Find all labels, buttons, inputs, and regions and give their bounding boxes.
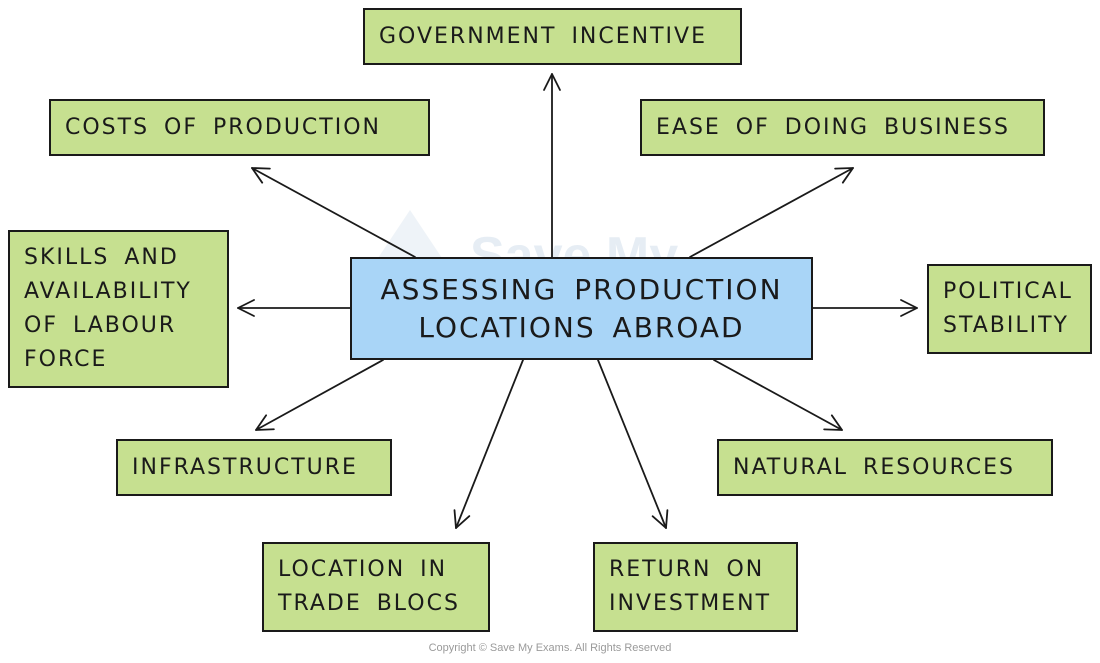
copyright-notice: Copyright © Save My Exams. All Rights Re…	[428, 642, 672, 654]
arrow-to-ease-of-doing-business	[689, 167, 854, 258]
node-government-incentive-line-1: GOVERNMENT INCENTIVE	[379, 23, 707, 49]
arrow-to-location-trade-blocs	[453, 359, 524, 529]
node-infrastructure: INFRASTRUCTURE	[116, 439, 392, 496]
node-political-stability-line-2: STABILITY	[943, 313, 1069, 338]
arrow-to-return-on-investment	[597, 359, 669, 529]
node-natural-resources-line-1: NATURAL RESOURCES	[733, 454, 1016, 480]
node-political-stability-line-1: POLITICAL	[943, 279, 1073, 304]
center-line-2: LOCATIONS ABROAD	[418, 310, 745, 344]
node-ease-of-doing-business: EASE OF DOING BUSINESS	[640, 99, 1045, 156]
node-skills-labour-line-3: OF LABOUR	[24, 313, 177, 338]
node-costs-of-production: COSTS OF PRODUCTION	[49, 99, 430, 156]
node-government-incentive: GOVERNMENT INCENTIVE	[363, 8, 742, 65]
center-node-assessing-production-locations: ASSESSING PRODUCTION LOCATIONS ABROAD	[350, 257, 813, 360]
arrow-to-costs-of-production	[251, 167, 416, 258]
arrow-to-infrastructure	[255, 359, 384, 431]
node-return-on-investment-line-1: RETURN ON	[609, 557, 765, 582]
node-return-on-investment: RETURN ON INVESTMENT	[593, 542, 798, 632]
node-location-trade-blocs-line-1: LOCATION IN	[278, 557, 448, 582]
node-natural-resources: NATURAL RESOURCES	[717, 439, 1053, 496]
node-skills-and-availability-of-labour: SKILLS AND AVAILABILITY OF LABOUR FORCE	[8, 230, 229, 388]
arrow-to-natural-resources	[713, 359, 843, 431]
node-infrastructure-line-1: INFRASTRUCTURE	[132, 454, 358, 480]
node-political-stability: POLITICAL STABILITY	[927, 264, 1092, 354]
center-line-1: ASSESSING PRODUCTION	[380, 272, 783, 306]
node-location-trade-blocs-line-2: TRADE BLOCS	[278, 591, 460, 616]
node-skills-labour-line-4: FORCE	[24, 347, 108, 372]
node-ease-of-doing-business-line-1: EASE OF DOING BUSINESS	[656, 114, 1010, 140]
node-return-on-investment-line-2: INVESTMENT	[609, 591, 772, 616]
node-skills-labour-line-2: AVAILABILITY	[24, 279, 192, 304]
node-skills-labour-line-1: SKILLS AND	[24, 245, 179, 270]
node-location-in-trade-blocs: LOCATION IN TRADE BLOCS	[262, 542, 490, 632]
node-costs-of-production-line-1: COSTS OF PRODUCTION	[65, 114, 381, 140]
